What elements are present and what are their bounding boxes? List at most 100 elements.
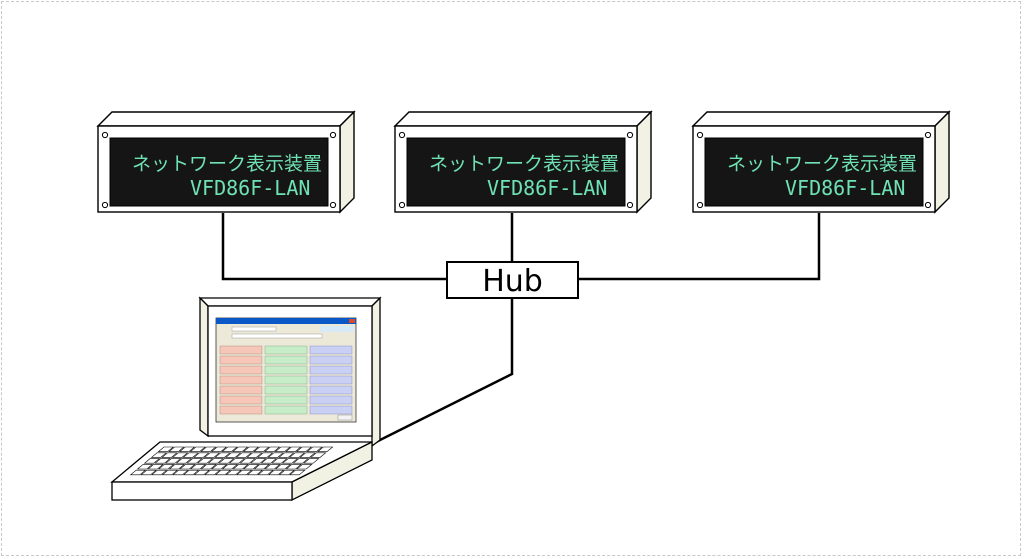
- line-hub-to-laptop: [371, 298, 514, 446]
- keyboard-key: [200, 446, 217, 452]
- keyboard-key: [218, 458, 235, 464]
- vfd-display-2: ネットワーク表示装置 VFD86F-LAN: [393, 110, 653, 214]
- app-button: [219, 405, 263, 415]
- keyboard-key: [264, 464, 281, 470]
- keyboard-key: [168, 464, 186, 470]
- keyboard-key: [214, 452, 231, 458]
- keyboard-key: [285, 446, 302, 452]
- app-button: [219, 385, 263, 395]
- keyboard-key: [221, 446, 238, 452]
- keyboard-key: [136, 464, 154, 470]
- display-screen: [109, 137, 329, 207]
- keyboard-key: [225, 452, 242, 458]
- screw: [626, 131, 634, 139]
- app-button: [309, 345, 353, 355]
- display-line-2: VFD86F-LAN: [487, 176, 607, 200]
- app-button: [219, 365, 263, 375]
- display-side-face: [636, 110, 652, 214]
- keyboard-key: [204, 469, 221, 476]
- keyboard-key: [200, 464, 217, 470]
- keyboard-key: [236, 469, 253, 476]
- keyboard-key: [249, 458, 267, 464]
- app-button-column-red: [219, 345, 263, 415]
- connection-lines: [221, 213, 821, 446]
- screw: [626, 201, 634, 209]
- app-button: [264, 345, 308, 355]
- laptop-lid-left: [199, 296, 209, 438]
- screw: [101, 131, 109, 139]
- line-display-3-to-hub: [578, 213, 821, 281]
- keyboard-key: [203, 452, 221, 458]
- keyboard-key: [164, 458, 182, 464]
- app-titlebar: [216, 318, 356, 324]
- app-button: [309, 355, 353, 365]
- screw: [101, 201, 109, 209]
- line-display-1-to-hub: [221, 213, 447, 281]
- keyboard-key: [178, 446, 196, 452]
- laptop-base-front: [111, 481, 293, 501]
- keyboard-key: [317, 446, 334, 452]
- keyboard-key: [288, 452, 306, 458]
- app-input-field: [231, 333, 323, 339]
- screw: [696, 201, 704, 209]
- keyboard-key: [182, 452, 199, 458]
- keyboard-key: [243, 464, 260, 470]
- display-screen: [704, 137, 924, 207]
- keyboard-key: [232, 446, 249, 452]
- laptop: [110, 296, 382, 502]
- keyboard-key: [242, 446, 260, 452]
- keyboard-key: [158, 464, 175, 470]
- app-button-column-green: [264, 345, 308, 415]
- display-line-1: ネットワーク表示装置: [132, 153, 322, 175]
- app-button: [309, 405, 353, 415]
- keyboard-key: [147, 464, 164, 470]
- display-line-1: ネットワーク表示装置: [727, 153, 917, 175]
- keyboard-key: [182, 469, 200, 476]
- laptop-screen: [215, 317, 357, 423]
- keyboard-key: [161, 452, 178, 458]
- app-button: [264, 375, 308, 385]
- keyboard-key: [292, 458, 309, 464]
- keyboard-key: [257, 469, 274, 476]
- keyboard-key: [263, 446, 281, 452]
- app-close-button: [349, 319, 355, 323]
- keyboard-key: [157, 446, 175, 452]
- display-line-1: ネットワーク表示装置: [429, 153, 619, 175]
- app-input-field: [231, 326, 277, 332]
- keyboard-key: [179, 464, 196, 470]
- keyboard-key: [285, 464, 302, 470]
- vfd-display-3: ネットワーク表示装置 VFD86F-LAN: [691, 110, 951, 214]
- keyboard-key: [171, 452, 189, 458]
- keyboard-key: [274, 446, 291, 452]
- keyboard-key: [289, 469, 306, 476]
- keyboard-key: [267, 469, 285, 476]
- vfd-display-1: ネットワーク表示装置 VFD86F-LAN: [96, 110, 356, 214]
- screw: [924, 201, 932, 209]
- keyboard-keys: [129, 446, 334, 476]
- hub-label: Hub: [482, 264, 543, 299]
- keyboard-key: [193, 469, 210, 476]
- keyboard-key: [235, 452, 253, 458]
- keyboard-key: [271, 458, 288, 464]
- keyboard-key: [210, 446, 228, 452]
- keyboard-key: [274, 464, 292, 470]
- keyboard-key: [172, 469, 189, 476]
- app-button: [219, 375, 263, 385]
- keyboard-key: [193, 452, 210, 458]
- keyboard-key: [278, 469, 295, 476]
- app-logo: [320, 326, 354, 332]
- app-button: [219, 355, 263, 365]
- keyboard-key: [295, 446, 313, 452]
- keyboard-key: [267, 452, 284, 458]
- keyboard-key: [253, 446, 270, 452]
- app-button: [309, 385, 353, 395]
- display-top-face: [691, 111, 951, 127]
- display-side-face: [339, 110, 355, 214]
- screw: [329, 201, 337, 209]
- screw: [696, 131, 704, 139]
- keyboard-key: [260, 458, 278, 464]
- keyboard-key: [281, 458, 299, 464]
- keyboard-key: [151, 469, 168, 476]
